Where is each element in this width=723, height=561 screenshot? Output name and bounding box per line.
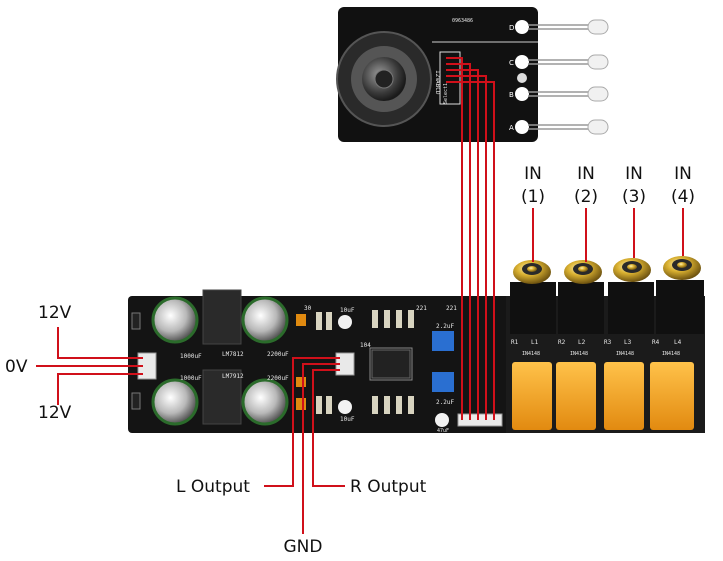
cap-2200uf-label-2: 2200uF xyxy=(267,375,289,382)
trim-pot-bottom[interactable] xyxy=(432,372,454,392)
led-b xyxy=(587,86,609,102)
cap-22uf-label: 2.2uF xyxy=(436,323,454,330)
gnd-wire xyxy=(302,363,340,534)
diode xyxy=(131,392,141,410)
led-d xyxy=(587,19,609,35)
diode-in4148-label-4: IN4148 xyxy=(662,351,680,357)
channel-c-label: C xyxy=(509,59,514,67)
cap-1000uf-label-2: 1000uF xyxy=(180,375,202,382)
led-l3-label: L3 xyxy=(624,339,632,346)
selector-board: 0963486 12V ABCD Select1 D C B A xyxy=(336,7,538,142)
gnd-label: GND xyxy=(283,537,323,557)
r-output-label: R Output xyxy=(350,477,427,497)
r-output-wire xyxy=(312,369,345,487)
rca-jacks[interactable] xyxy=(510,256,704,334)
channel-led-d: D xyxy=(509,20,529,34)
selector-select-label: Select1 xyxy=(443,83,449,104)
tantalum-cap xyxy=(296,377,306,387)
relay-r3-label: R3 xyxy=(604,339,612,346)
power-12v-top-wire xyxy=(57,327,143,359)
diode xyxy=(131,312,141,330)
rca-jack-2 xyxy=(558,260,604,334)
led-c xyxy=(587,54,609,70)
cap-1000uf-label: 1000uF xyxy=(180,353,202,360)
cap-22uf-label-2: 2.2uF xyxy=(436,399,454,406)
selector-model-code: 0963486 xyxy=(452,18,473,24)
heatsink-top xyxy=(202,289,242,345)
op-amp-ic xyxy=(371,349,411,379)
relay-r2-label: R2 xyxy=(558,339,566,346)
code-30-label: 30 xyxy=(304,305,312,312)
input-2-number: (2) xyxy=(573,187,599,207)
power-12v-top-label: 12V xyxy=(38,303,72,323)
l-output-label: L Output xyxy=(176,477,250,497)
status-led xyxy=(517,73,527,83)
led-a xyxy=(587,119,609,135)
channel-led-c: C xyxy=(509,55,529,69)
input-3-title: IN xyxy=(625,164,643,184)
code-221-label-2: 221 xyxy=(446,305,457,312)
power-0v-label: 0V xyxy=(5,357,28,377)
input-1-title: IN xyxy=(524,164,542,184)
input-4-title: IN xyxy=(674,164,692,184)
channel-a-label: A xyxy=(509,124,514,132)
selector-header: 12V ABCD Select1 xyxy=(434,51,461,105)
led-l4-label: L4 xyxy=(674,339,682,346)
power-12v-bottom-label: 12V xyxy=(38,403,72,423)
tantalum-cap xyxy=(296,398,306,410)
channel-d-label: D xyxy=(509,24,514,32)
tantalum-cap xyxy=(296,314,306,326)
ic-socket xyxy=(369,347,413,381)
external-leds xyxy=(528,19,609,135)
relay-r1-label: R1 xyxy=(511,339,519,346)
l-output-wire xyxy=(264,357,340,487)
ribbon-wire-1 xyxy=(446,57,463,420)
input-4-number: (4) xyxy=(670,187,696,207)
relay-r4-label: R4 xyxy=(652,339,660,346)
code-104-label: 104 xyxy=(360,342,371,349)
selector-connector[interactable] xyxy=(457,413,503,427)
regulator-lm7912-label: LM7912 xyxy=(222,373,244,380)
input-1-number: (1) xyxy=(520,187,546,207)
cap-10uf-label: 10uF xyxy=(340,307,355,314)
ribbon-wire-5 xyxy=(446,81,495,420)
trim-pot-top[interactable] xyxy=(432,331,454,351)
resistor-array xyxy=(316,310,414,414)
rca-jack-4 xyxy=(656,256,704,334)
code-221-label: 221 xyxy=(416,305,427,312)
power-12v-bottom-wire xyxy=(57,373,143,405)
filter-capacitors xyxy=(151,296,289,426)
led-l1-label: L1 xyxy=(531,339,539,346)
selector-pin-letters: ABCD xyxy=(434,80,441,95)
relays xyxy=(512,362,694,430)
channel-b-label: B xyxy=(509,91,514,99)
rotary-selector-switch[interactable] xyxy=(336,31,432,127)
cap-2200uf-label: 2200uF xyxy=(267,351,289,358)
cap-47uf-label: 47uF xyxy=(437,428,449,434)
cap-10uf-2 xyxy=(338,400,352,414)
diode-in4148-label: IN4148 xyxy=(522,351,540,357)
channel-led-a: A xyxy=(509,120,529,134)
diode-in4148-label-3: IN4148 xyxy=(616,351,634,357)
ribbon-wire-2 xyxy=(446,63,471,420)
channel-led-b: B xyxy=(509,87,529,101)
rca-jack-3 xyxy=(608,258,654,334)
led-l2-label: L2 xyxy=(578,339,586,346)
cap-10uf xyxy=(338,315,352,329)
ribbon-wire-3 xyxy=(446,69,479,420)
regulator-lm7812-label: LM7812 xyxy=(222,351,244,358)
ribbon-wire-4 xyxy=(446,75,487,420)
cap-47uf xyxy=(435,413,449,427)
cap-10uf-label-2: 10uF xyxy=(340,416,355,423)
input-2-title: IN xyxy=(577,164,595,184)
input-3-number: (3) xyxy=(621,187,647,207)
heatsink-bottom xyxy=(202,369,242,425)
rca-jack-1 xyxy=(510,260,556,334)
diode-in4148-label-2: IN4148 xyxy=(570,351,588,357)
wires xyxy=(36,57,684,534)
selector-header-label: 12V xyxy=(434,70,441,81)
